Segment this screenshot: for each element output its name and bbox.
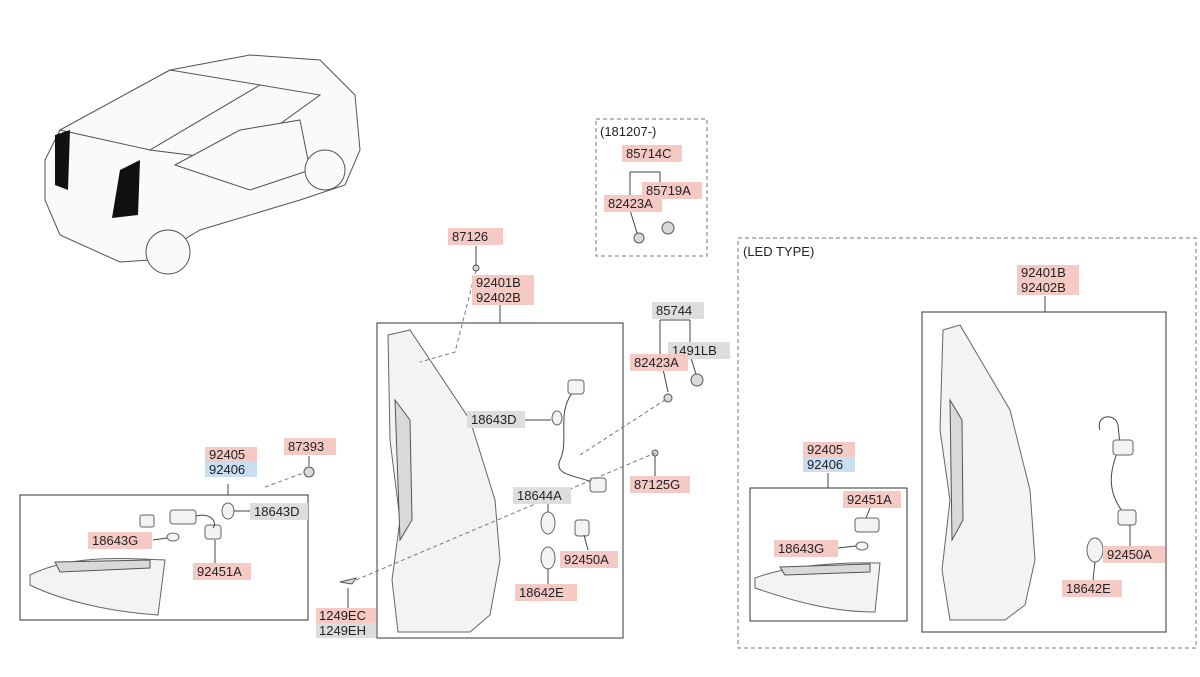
group-led-header: (LED TYPE): [743, 244, 814, 259]
svg-text:18644A: 18644A: [517, 488, 562, 503]
assembly-line-87126: [419, 269, 477, 363]
bulb-18643d: [551, 410, 563, 426]
part-label-18643d-small[interactable]: 18643D: [250, 503, 308, 520]
part-label-82423a-top[interactable]: 82423A: [604, 195, 662, 212]
led-part-label-92451a[interactable]: 92451A: [843, 491, 901, 508]
assembly-line-87393: [264, 471, 307, 488]
part-label-85744[interactable]: 85744: [652, 302, 704, 319]
part-label-85714c[interactable]: 85714C: [622, 145, 682, 162]
led-part-label-92402b[interactable]: 92402B: [1017, 280, 1079, 295]
assembly-line-nut: [579, 397, 669, 456]
part-label-18643d-main[interactable]: 18643D: [467, 411, 525, 428]
socket-harness-main: [558, 379, 607, 537]
led-part-label-92406[interactable]: 92406: [803, 457, 855, 472]
led-part-label-18642e[interactable]: 18642E: [1062, 580, 1122, 597]
bulb-18644a: [540, 511, 556, 535]
clip-85719a: [661, 221, 675, 235]
part-label-87393[interactable]: 87393: [284, 438, 336, 455]
svg-text:92451A: 92451A: [847, 492, 892, 507]
led-part-label-18643g[interactable]: 18643G: [774, 540, 838, 557]
part-label-18643g[interactable]: 18643G: [88, 532, 152, 549]
svg-text:18643G: 18643G: [778, 541, 824, 556]
svg-text:18643D: 18643D: [254, 504, 300, 519]
svg-text:92405: 92405: [209, 447, 245, 462]
part-label-87125g[interactable]: 87125G: [630, 476, 690, 493]
svg-text:92450A: 92450A: [1107, 547, 1152, 562]
led-part-label-92401b[interactable]: 92401B: [1017, 265, 1079, 280]
bracket-85744: [659, 319, 691, 355]
bulb-18643d-small: [221, 502, 235, 520]
svg-text:92451A: 92451A: [197, 564, 242, 579]
vehicle-illustration: [44, 54, 361, 275]
bulb-18642e: [540, 546, 556, 570]
part-label-92451a[interactable]: 92451A: [193, 563, 251, 580]
svg-text:87393: 87393: [288, 439, 324, 454]
svg-text:18642E: 18642E: [1066, 581, 1111, 596]
led-lamp-box: [921, 311, 1167, 633]
svg-text:82423A: 82423A: [634, 355, 679, 370]
part-label-18644a[interactable]: 18644A: [513, 487, 571, 504]
svg-text:92401B: 92401B: [476, 275, 521, 290]
leader-lines: [152, 246, 1131, 608]
part-label-92402b[interactable]: 92402B: [472, 290, 534, 305]
svg-text:92450A: 92450A: [564, 552, 609, 567]
svg-text:92405: 92405: [807, 442, 843, 457]
svg-text:85744: 85744: [656, 303, 692, 318]
part-label-85719a[interactable]: 85719A: [642, 182, 702, 199]
led-part-label-92405[interactable]: 92405: [803, 442, 855, 457]
svg-text:85714C: 85714C: [626, 146, 672, 161]
part-label-92405[interactable]: 92405: [205, 447, 257, 462]
led-socket-92451a: [854, 517, 880, 533]
inner-lamp-left: [29, 558, 166, 616]
part-label-92450a[interactable]: 92450A: [560, 551, 618, 568]
svg-text:92406: 92406: [209, 462, 245, 477]
led-part-label-92450a[interactable]: 92450A: [1103, 546, 1165, 563]
svg-text:82423A: 82423A: [608, 196, 653, 211]
clip-87393: [303, 466, 315, 478]
svg-text:1249EH: 1249EH: [319, 623, 366, 638]
svg-text:18642E: 18642E: [519, 585, 564, 600]
inner-lamp-box: [19, 494, 309, 621]
socket-harness-inner: [139, 509, 222, 540]
svg-text:1249EC: 1249EC: [319, 608, 366, 623]
led-bulb-18642e: [1086, 537, 1104, 563]
svg-text:87126: 87126: [452, 229, 488, 244]
part-label-1249eh[interactable]: 1249EH: [316, 623, 376, 638]
nut-82423a-top: [633, 232, 645, 244]
led-tail-lamp: [939, 324, 1036, 621]
clip-1491lb: [690, 373, 704, 387]
part-label-82423a[interactable]: 82423A: [630, 354, 688, 371]
led-bulb-18643g: [855, 541, 869, 551]
part-label-87126[interactable]: 87126: [448, 228, 503, 245]
svg-text:92402B: 92402B: [1021, 280, 1066, 295]
nut-82423a: [663, 393, 673, 403]
screw-1249ec: [339, 577, 358, 585]
svg-text:85719A: 85719A: [646, 183, 691, 198]
svg-text:87125G: 87125G: [634, 477, 680, 492]
svg-text:18643D: 18643D: [471, 412, 517, 427]
svg-text:18643G: 18643G: [92, 533, 138, 548]
part-label-1249ec[interactable]: 1249EC: [316, 608, 376, 623]
part-label-92401b[interactable]: 92401B: [472, 275, 534, 290]
bulb-18643g: [166, 532, 180, 542]
tail-lamp-main: [387, 329, 501, 633]
group-181207-header: (181207-): [600, 124, 656, 139]
led-inner-lamp: [754, 562, 881, 613]
assembly-line-screw: [355, 452, 656, 581]
part-label-18642e[interactable]: 18642E: [515, 584, 577, 601]
svg-text:92402B: 92402B: [476, 290, 521, 305]
group-181207: [595, 118, 708, 257]
svg-text:92401B: 92401B: [1021, 265, 1066, 280]
part-label-92406[interactable]: 92406: [205, 462, 257, 477]
led-socket-harness: [1098, 416, 1137, 526]
svg-text:92406: 92406: [807, 457, 843, 472]
